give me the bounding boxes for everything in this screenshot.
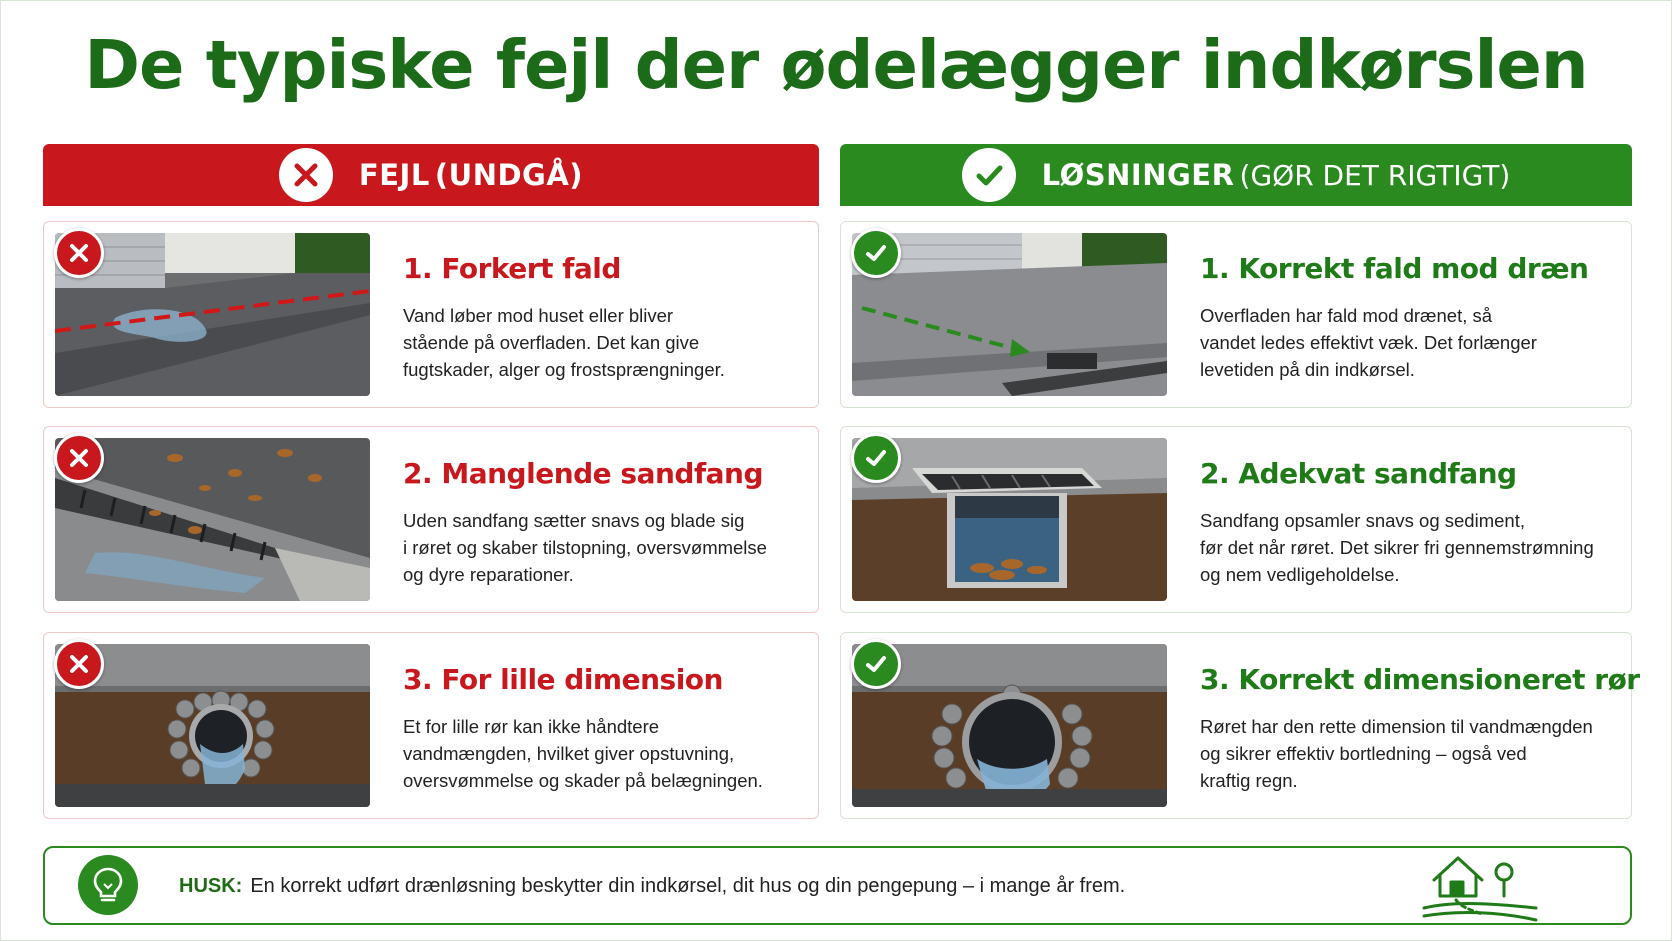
check-mark-icon bbox=[961, 148, 1016, 202]
clogged-drain-channel-image bbox=[55, 438, 370, 601]
check-mark-icon bbox=[851, 433, 901, 483]
solutions-header-label: LØSNINGER bbox=[1041, 158, 1235, 192]
reminder-label: HUSK: bbox=[179, 875, 243, 897]
solution-card-1: 1. Korrekt fald mod dræn Overfladen har … bbox=[840, 221, 1632, 408]
mistake-title: 3. For lille dimension bbox=[403, 663, 723, 696]
mistake-card-1: 1. Forkert fald Vand løber mod huset ell… bbox=[43, 221, 819, 408]
mistakes-header-sublabel: (UNDGÅ) bbox=[434, 158, 584, 192]
solution-card-2: 2. Adekvat sandfang Sandfang opsamler sn… bbox=[840, 426, 1632, 613]
sand-trap-well-image bbox=[852, 438, 1167, 601]
driveway-correct-slope-image bbox=[852, 233, 1167, 396]
small-pipe-cross-section-image bbox=[55, 644, 370, 807]
solution-description: Røret har den rette dimension til vandmæ… bbox=[1200, 716, 1593, 791]
solution-title: 3. Korrekt dimensioneret rør bbox=[1200, 663, 1640, 696]
mistakes-header-label: FEJL bbox=[358, 158, 430, 192]
x-mark-icon bbox=[54, 228, 104, 278]
x-mark-icon bbox=[54, 433, 104, 483]
page-title: De typiske fejl der ødelægger indkørslen bbox=[84, 26, 1588, 104]
solution-description: Sandfang opsamler snavs og sediment,før … bbox=[1200, 510, 1594, 585]
solution-card-3: 3. Korrekt dimensioneret rør Røret har d… bbox=[840, 632, 1640, 819]
driveway-wrong-slope-image bbox=[55, 233, 370, 396]
reminder-banner: HUSK:En korrekt udført drænløsning besky… bbox=[43, 846, 1632, 925]
reminder-text: HUSK:En korrekt udført drænløsning besky… bbox=[179, 875, 1126, 897]
mistake-title: 2. Manglende sandfang bbox=[403, 457, 764, 490]
x-mark-icon bbox=[54, 639, 104, 689]
house-road-icon bbox=[1420, 850, 1542, 927]
mistake-card-2: 2. Manglende sandfang Uden sandfang sætt… bbox=[43, 426, 819, 613]
large-pipe-cross-section-image bbox=[852, 644, 1167, 807]
check-mark-icon bbox=[851, 228, 901, 278]
solution-title: 1. Korrekt fald mod dræn bbox=[1200, 252, 1589, 285]
mistake-card-3: 3. For lille dimension Et for lille rør … bbox=[43, 632, 819, 819]
mistakes-header: FEJL (UNDGÅ) bbox=[43, 144, 819, 206]
solutions-header-sublabel: (GØR DET RIGTIGT) bbox=[1239, 158, 1511, 192]
mistake-title: 1. Forkert fald bbox=[403, 252, 621, 285]
lightbulb-icon bbox=[78, 855, 138, 915]
x-mark-icon bbox=[278, 148, 333, 202]
solution-title: 2. Adekvat sandfang bbox=[1200, 457, 1517, 490]
solutions-header: LØSNINGER (GØR DET RIGTIGT) bbox=[840, 144, 1632, 206]
check-mark-icon bbox=[851, 639, 901, 689]
